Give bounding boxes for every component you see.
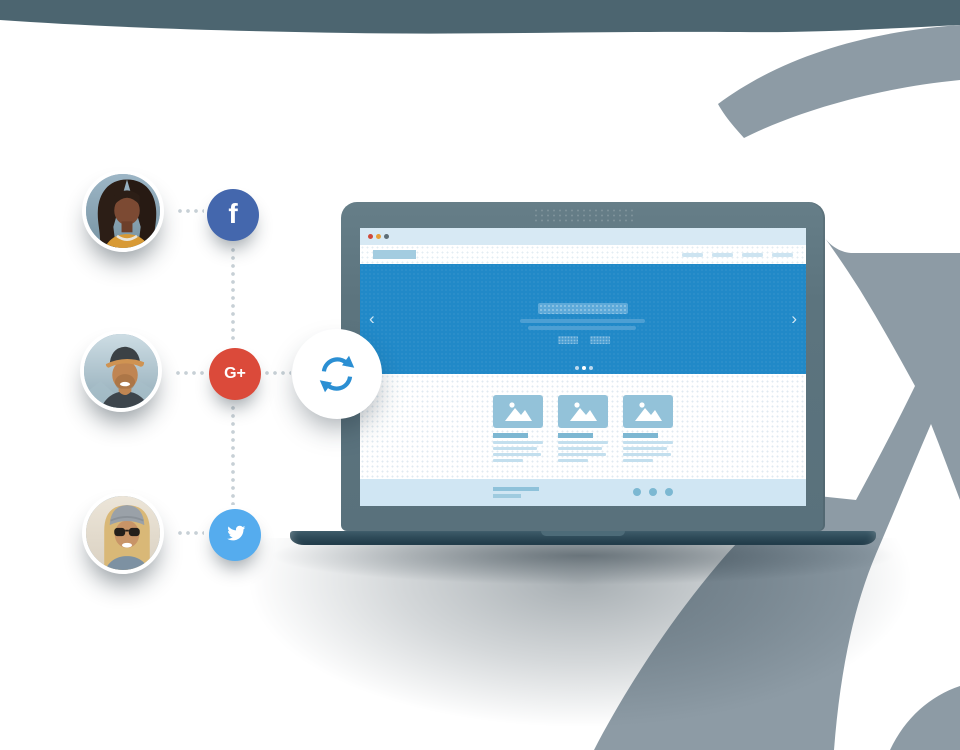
laptop-base-notch — [541, 531, 625, 536]
card-heading-placeholder — [493, 433, 528, 438]
top-dark-band — [0, 0, 960, 34]
sync-button[interactable] — [292, 329, 382, 419]
gray-arc-top-right — [718, 25, 960, 138]
nav-link-placeholder[interactable] — [682, 253, 703, 257]
facebook-icon[interactable]: f — [207, 189, 259, 241]
nav-link-placeholder[interactable] — [712, 253, 733, 257]
carousel-indicator-dot[interactable] — [575, 366, 579, 370]
card-placeholder — [623, 395, 673, 462]
carousel-indicator-dot[interactable] — [589, 366, 593, 370]
laptop-base-shadow — [268, 543, 898, 585]
site-logo-placeholder — [373, 250, 416, 259]
nav-link-placeholder[interactable] — [772, 253, 793, 257]
window-close-button[interactable] — [368, 234, 373, 239]
laptop-mockup: ‹ › — [341, 202, 825, 531]
hero-text-line — [528, 326, 636, 330]
site-footer — [360, 479, 806, 506]
card-text-line — [558, 441, 608, 444]
avatar-photo-2 — [84, 334, 158, 408]
gray-ring-right — [594, 234, 960, 750]
speaker-grill — [533, 208, 633, 224]
card-text-line — [558, 447, 602, 450]
connector-avatar1-facebook — [176, 209, 204, 213]
hero-button-placeholder[interactable] — [590, 336, 610, 344]
card-text-line — [493, 447, 537, 450]
avatar-photo-1 — [86, 174, 160, 248]
avatar-woman-sunglasses — [82, 492, 164, 574]
hero-title-placeholder — [538, 303, 628, 314]
laptop-base — [290, 531, 876, 545]
card-text-line — [558, 459, 588, 462]
avatar-man-cap — [80, 330, 162, 412]
hero-carousel: ‹ › — [360, 264, 806, 374]
card-text-line — [493, 459, 523, 462]
google-plus-icon[interactable]: G+ — [209, 348, 261, 400]
card-text-line — [623, 459, 653, 462]
window-maximize-button[interactable] — [384, 234, 389, 239]
connector-facebook-googleplus — [231, 246, 235, 344]
footer-social-dot[interactable] — [633, 488, 641, 496]
connector-avatar3-twitter — [176, 531, 204, 535]
refresh-icon — [319, 355, 355, 393]
carousel-next-arrow[interactable]: › — [791, 309, 797, 328]
card-text-line — [623, 447, 667, 450]
laptop-screen: ‹ › — [360, 228, 806, 506]
picture-icon — [505, 402, 532, 421]
avatar-photo-3 — [86, 496, 160, 570]
card-placeholder — [558, 395, 608, 462]
gray-corner-wedge — [890, 686, 960, 750]
card-placeholder — [493, 395, 543, 462]
browser-title-bar — [360, 228, 806, 245]
google-plus-glyph: G+ — [224, 365, 246, 382]
hero-text-line — [520, 319, 645, 323]
carousel-indicator-dot[interactable] — [582, 366, 586, 370]
connector-googleplus-twitter — [231, 404, 235, 505]
card-image-placeholder — [623, 395, 673, 428]
twitter-bird-icon — [227, 525, 246, 541]
card-text-line — [623, 453, 671, 456]
card-image-placeholder — [493, 395, 543, 428]
window-minimize-button[interactable] — [376, 234, 381, 239]
card-image-placeholder — [558, 395, 608, 428]
card-heading-placeholder — [558, 433, 593, 438]
footer-social-dot[interactable] — [665, 488, 673, 496]
footer-text-placeholder — [493, 487, 539, 491]
carousel-prev-arrow[interactable]: ‹ — [369, 309, 375, 328]
card-heading-placeholder — [623, 433, 658, 438]
site-navbar — [360, 245, 806, 264]
avatar-woman-curly-hair — [82, 170, 164, 252]
connector-avatar2-googleplus — [174, 371, 206, 375]
floor-shadow — [235, 538, 925, 733]
twitter-icon[interactable] — [209, 509, 261, 561]
picture-icon — [635, 402, 662, 421]
hero-button-placeholder[interactable] — [558, 336, 578, 344]
footer-text-placeholder — [493, 494, 521, 498]
connector-googleplus-sync — [263, 371, 291, 375]
nav-link-placeholder[interactable] — [742, 253, 763, 257]
card-text-line — [493, 441, 543, 444]
content-section — [360, 374, 806, 479]
card-text-line — [493, 453, 541, 456]
picture-icon — [570, 402, 597, 421]
footer-social-dot[interactable] — [649, 488, 657, 496]
card-text-line — [623, 441, 673, 444]
card-text-line — [558, 453, 606, 456]
facebook-glyph: f — [228, 197, 238, 229]
